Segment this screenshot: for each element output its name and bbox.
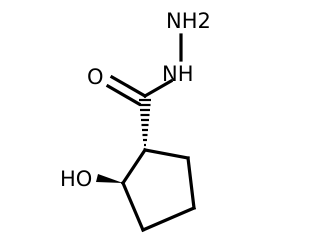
ring-bond-c1-c2 [120, 147, 148, 186]
carbonyl-oxygen-label: O [87, 65, 104, 89]
ring-bond-c5-c4 [186, 156, 196, 210]
ring-bond-c1-c5 [143, 148, 190, 160]
carbonyl-double-bond-a [109, 74, 148, 99]
hashed-wedge-bond-c1-carbonyl [139, 98, 151, 147]
solid-wedge-bond-c2-oh [96, 174, 123, 183]
structure-svg: NH2 NH O HO [60, 9, 211, 233]
carbonyl-n-bond [142, 78, 174, 99]
ring-bond-c4-c3 [140, 205, 197, 233]
nh-label: NH [162, 62, 194, 86]
hydroxyl-label: HO [60, 167, 92, 191]
molecule-diagram: NH2 NH O HO [60, 9, 211, 233]
nh2-label: NH2 [166, 9, 211, 33]
carbonyl-double-bond-b [105, 83, 142, 107]
ring-bond-c3-c2 [120, 180, 146, 233]
